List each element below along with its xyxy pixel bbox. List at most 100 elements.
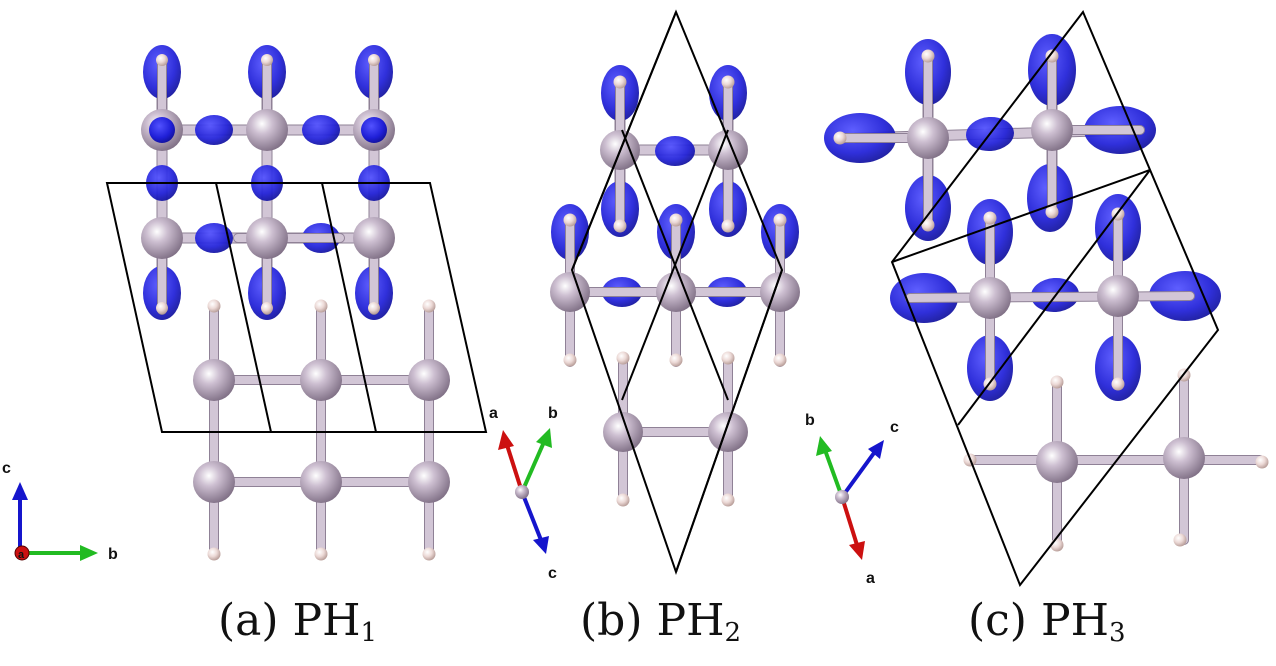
axis-b-arrowhead: [816, 436, 832, 456]
phosphorus-atom: [300, 359, 342, 401]
phosphorus-atom: [300, 461, 342, 503]
phosphorus-atom: [1163, 437, 1205, 479]
phosphorus-atom: [408, 359, 450, 401]
caption-panel-a: (a) PH1: [218, 588, 377, 654]
caption-text: (c) PH: [968, 595, 1109, 646]
orbital-lobe: [195, 223, 233, 253]
phosphorus-atom: [246, 217, 288, 259]
hydrogen-atom: [773, 353, 787, 367]
phosphorus-atom: [550, 272, 590, 312]
phosphorus-atom: [193, 359, 235, 401]
unit-cell-edge: [621, 129, 729, 401]
axis-c-arrow: [840, 451, 876, 499]
axis-a-arrowhead: [849, 541, 865, 560]
axis-a-label: a: [489, 405, 498, 422]
panel-b-ph2-structure: [550, 9, 800, 576]
axis-a-arrowhead: [498, 430, 514, 450]
axis-b-label: b: [805, 412, 815, 429]
bond: [906, 292, 1194, 302]
axis-a-arrow: [840, 496, 859, 546]
hydrogen-atom: [669, 213, 683, 227]
phosphorus-atom: [408, 461, 450, 503]
phosphorus-atom: [1097, 275, 1139, 317]
caption-subscript: 3: [1108, 618, 1126, 648]
axis-c-arrowhead: [533, 536, 549, 554]
hydrogen-atom: [1050, 375, 1064, 389]
phosphorus-atom: [708, 130, 748, 170]
hydrogen-atom: [422, 299, 436, 313]
hydrogen-atom: [207, 299, 221, 313]
phosphorus-atom: [907, 117, 949, 159]
hydrogen-atom: [261, 302, 273, 314]
hydrogen-atom: [773, 213, 787, 227]
axis-origin: [835, 490, 849, 504]
hydrogen-atom: [669, 353, 683, 367]
unit-cell-edge: [675, 269, 783, 573]
hydrogen-atom: [156, 54, 168, 66]
axis-b-arrowhead: [536, 428, 552, 448]
unit-cell-edge: [321, 182, 377, 433]
orbital-lobe: [361, 117, 387, 143]
orbital-lobe: [195, 115, 233, 145]
axis-c-label: c: [890, 419, 899, 436]
hydrogen-atom: [368, 302, 380, 314]
axis-a-label: a: [866, 570, 875, 587]
caption-text: (a) PH: [218, 595, 361, 646]
axis-triad-b: a b c: [489, 405, 558, 582]
hydrogen-atom: [721, 219, 735, 233]
phosphorus-atom: [141, 217, 183, 259]
hydrogen-atom: [314, 299, 328, 313]
phosphorus-atom: [969, 277, 1011, 319]
hydrogen-atom: [616, 493, 630, 507]
hydrogen-atom: [261, 54, 273, 66]
caption-panel-b: (b) PH2: [580, 588, 741, 654]
hydrogen-atom: [1111, 377, 1125, 391]
caption-panel-c: (c) PH3: [968, 588, 1125, 654]
hydrogen-atom: [616, 351, 630, 365]
axis-c-label: c: [548, 565, 557, 582]
phosphorus-atom: [1036, 441, 1078, 483]
hydrogen-atom: [721, 75, 735, 89]
orbital-lobe: [302, 115, 340, 145]
hydrogen-atom: [156, 302, 168, 314]
panel-c-ph3-structure: [824, 10, 1269, 587]
hydrogen-atom: [368, 54, 380, 66]
phosphorus-atom: [1031, 109, 1073, 151]
caption-subscript: 2: [724, 618, 742, 648]
hydrogen-atom: [721, 351, 735, 365]
hydrogen-atom: [1045, 49, 1059, 63]
axis-a-marker: [14, 545, 30, 561]
panel-a-ph1-structure: [105, 45, 488, 561]
axis-b-arrow: [520, 441, 546, 493]
axis-b-arrowhead: [80, 545, 98, 561]
hydrogen-atom: [563, 353, 577, 367]
axis-b-label: b: [548, 405, 558, 422]
hydrogen-atom: [613, 75, 627, 89]
hydrogen-atom: [1173, 533, 1187, 547]
axis-origin: [515, 485, 529, 499]
orbital-lobe: [655, 136, 695, 166]
hydrogen-atom: [563, 213, 577, 227]
hydrogen-atom: [921, 49, 935, 63]
phosphorus-atom: [656, 272, 696, 312]
axis-c-arrowhead: [868, 440, 884, 459]
unit-cell-outline: [890, 10, 1220, 587]
unit-cell-edge: [957, 169, 1151, 426]
hydrogen-atom: [1045, 205, 1059, 219]
axis-b-label: b: [108, 546, 118, 563]
hydrogen-atom: [983, 211, 997, 225]
unit-cell-edge: [891, 169, 1151, 263]
hydrogen-atom: [1255, 455, 1269, 469]
hydrogen-atom: [721, 493, 735, 507]
hydrogen-atom: [1050, 538, 1064, 552]
hydrogen-atom: [613, 219, 627, 233]
axis-b-arrow: [823, 449, 844, 498]
unit-cell-edge: [571, 11, 677, 271]
hydrogen-atom: [921, 218, 935, 232]
caption-text: (b) PH: [580, 595, 725, 646]
axis-a-label: a: [18, 549, 25, 561]
phosphorus-atom: [246, 109, 288, 151]
phosphorus-atom: [603, 412, 643, 452]
axis-triad-c: b c a: [805, 412, 899, 587]
